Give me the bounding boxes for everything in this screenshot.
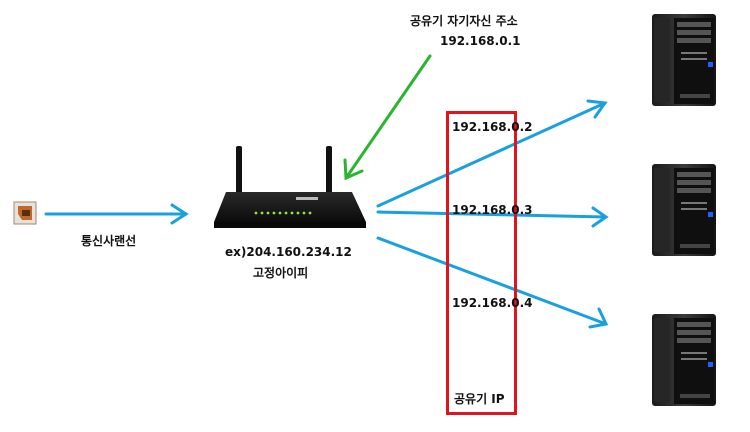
computer-1-icon bbox=[652, 14, 716, 106]
router-ip-box bbox=[446, 111, 517, 415]
pc2-connection-arrow bbox=[376, 206, 609, 228]
computer-2-icon bbox=[652, 164, 716, 256]
self-address-arrow bbox=[343, 54, 432, 181]
ethernet-wall-jack-icon bbox=[13, 201, 37, 225]
public-ip-caption: 고정아이피 bbox=[253, 266, 309, 280]
router-self-title: 공유기 자기자신 주소 bbox=[410, 14, 518, 28]
pc3-connection-arrow bbox=[376, 236, 609, 329]
private-ip-1: 192.168.0.2 bbox=[452, 120, 533, 134]
private-ip-3: 192.168.0.4 bbox=[452, 296, 533, 310]
router-ip-caption: 공유기 IP bbox=[454, 392, 505, 406]
pc1-connection-arrow bbox=[376, 99, 608, 208]
isp-connection-arrow bbox=[44, 203, 189, 225]
isp-line-label: 통신사랜선 bbox=[81, 234, 137, 248]
wifi-router-icon bbox=[214, 146, 366, 228]
private-ip-2: 192.168.0.3 bbox=[452, 203, 533, 217]
router-self-ip: 192.168.0.1 bbox=[440, 34, 521, 48]
computer-3-icon bbox=[652, 314, 716, 406]
public-ip-label: ex)204.160.234.12 bbox=[225, 245, 352, 259]
